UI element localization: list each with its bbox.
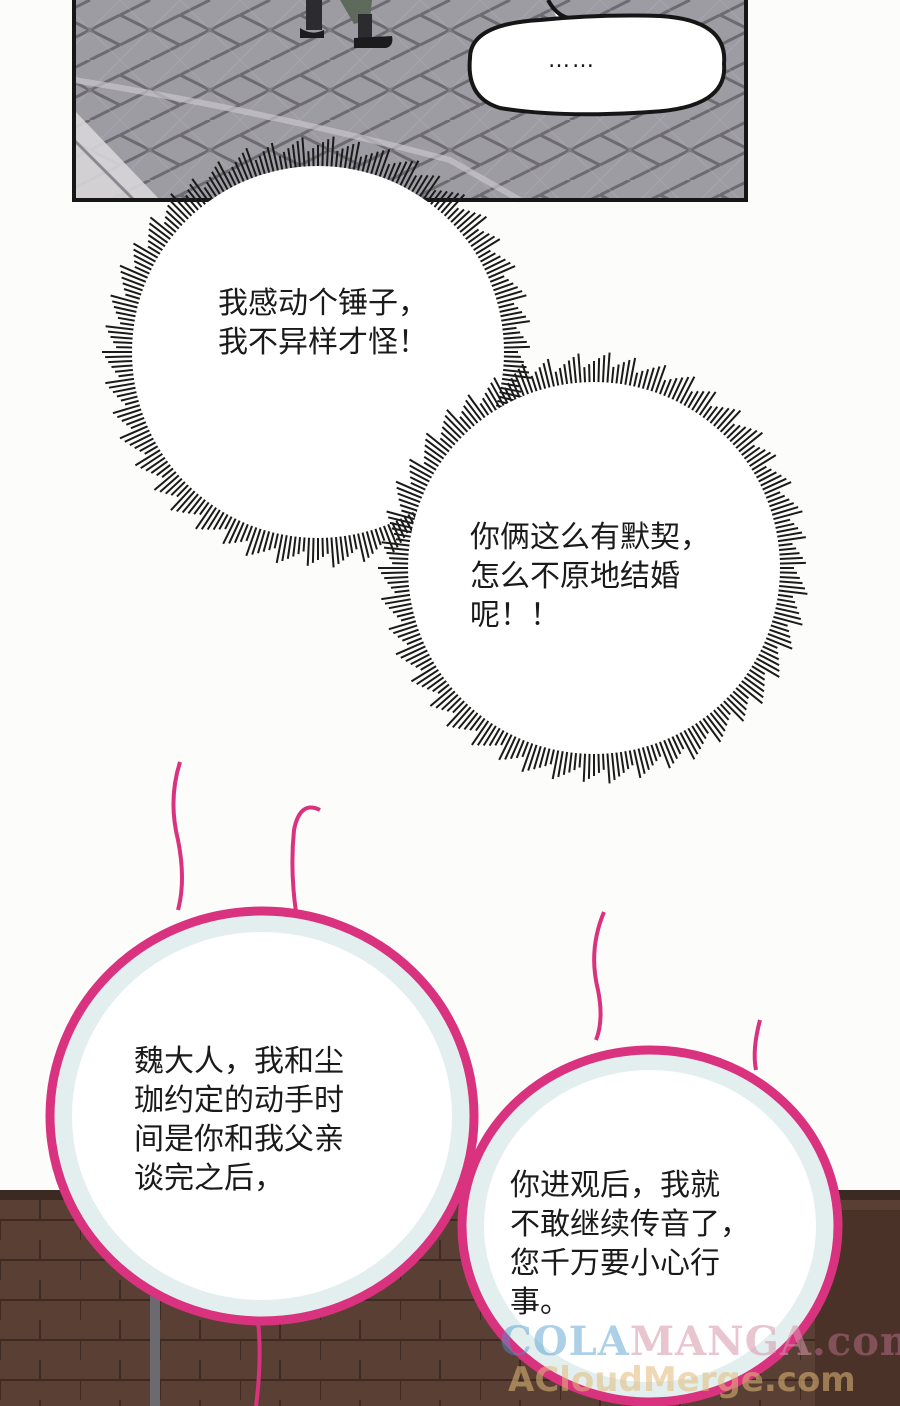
text-line: 魏大人，我和尘 [134, 1044, 344, 1079]
telepathy-text-1: 魏大人，我和尘 珈约定的动手时 间是你和我父亲 谈完之后， [134, 1042, 344, 1198]
thought-text-1: 我感动个锤子， 我不异样才怪！ [218, 284, 428, 362]
text-line: 您千万要小心行 [510, 1246, 720, 1281]
text-line: 珈约定的动手时 [134, 1083, 344, 1118]
spike-line [767, 614, 803, 626]
spike-line [767, 510, 803, 522]
spike-line [400, 160, 420, 194]
spike-line [170, 483, 197, 511]
spike-line [676, 376, 696, 410]
thought-bubble-2 [378, 352, 808, 784]
telepathy-bubble-2 [254, 911, 843, 1406]
text-line: 你进观后，我就 [510, 1168, 720, 1203]
telepathy-bubble-1 [45, 761, 479, 1326]
text-line: 事。 [510, 1285, 570, 1320]
spike-line [170, 193, 197, 221]
spike-line [676, 726, 696, 760]
text-line: 谈完之后， [134, 1161, 284, 1196]
text-line: 呢！！ [470, 598, 560, 633]
text-line: 我感动个锤子， [218, 286, 428, 321]
text-line: 我不异样才怪！ [218, 325, 428, 360]
text-line: 不敢继续传音了， [510, 1207, 750, 1242]
spike-line [446, 699, 473, 727]
text-line: 怎么不原地结婚 [470, 559, 680, 594]
telepathy-text-2: 你进观后，我就 不敢继续传音了， 您千万要小心行 事。 [510, 1166, 750, 1322]
spike-line [446, 409, 473, 437]
ellipsis-text: …… [548, 48, 596, 73]
text-line: 间是你和我父亲 [134, 1122, 344, 1157]
spike-line [491, 294, 527, 306]
text-line: 你俩这么有默契， [470, 520, 710, 555]
character-legs [300, 0, 393, 48]
thought-text-2: 你俩这么有默契， 怎么不原地结婚 呢！！ [470, 518, 710, 635]
ellipsis-bubble [467, 0, 727, 117]
thought-bubble-1 [102, 136, 532, 568]
